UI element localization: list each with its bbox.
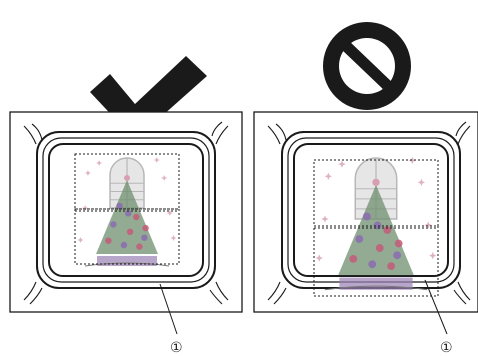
ornament (133, 214, 139, 220)
ornament (395, 240, 403, 248)
ornament (116, 203, 122, 209)
ornament (376, 244, 384, 252)
tree-top-star (124, 175, 130, 181)
callout-number: ① (170, 340, 183, 356)
ornament (127, 229, 133, 235)
panel-incorrect: ① (254, 22, 478, 356)
ornament (383, 226, 391, 234)
ornament (349, 255, 357, 263)
ornament (121, 242, 127, 248)
tree-top-star (372, 179, 379, 186)
ornament (387, 262, 395, 270)
callout-marker: ① (170, 340, 183, 356)
ornament (393, 251, 401, 259)
ornament (110, 221, 116, 227)
ornament (368, 260, 376, 268)
gift-pile (339, 278, 412, 290)
ornament (363, 213, 371, 221)
callout-marker: ① (440, 340, 453, 356)
callout-number: ① (440, 340, 453, 356)
panel-correct: ① (10, 56, 242, 356)
ornament (355, 235, 363, 243)
ornament (105, 237, 111, 243)
ornament (141, 235, 147, 241)
prohibition-sign-icon (323, 22, 411, 110)
ornament (142, 225, 148, 231)
ornament (136, 243, 142, 249)
